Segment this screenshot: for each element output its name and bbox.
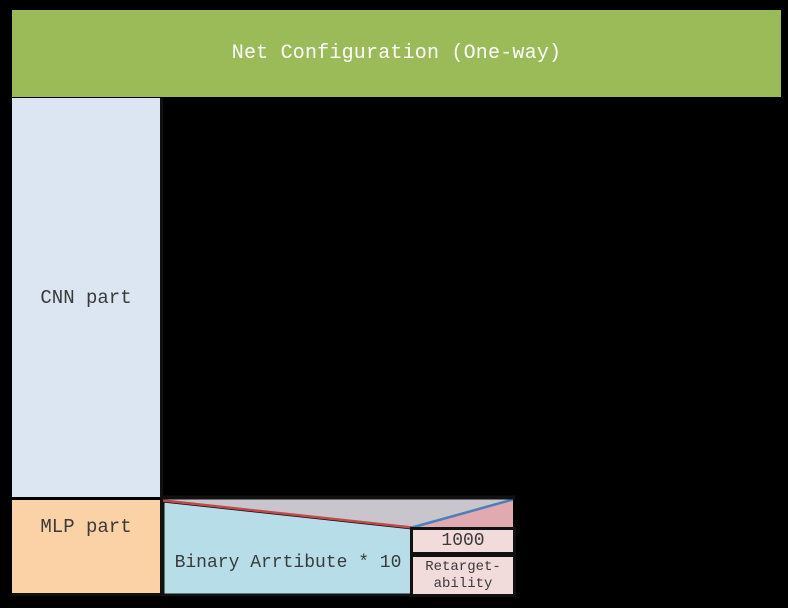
mlp-part-box: MLP part: [12, 500, 163, 596]
gray-overlay-region: [163, 499, 513, 527]
blue-connector-line: [411, 498, 514, 529]
thousand-label: 1000: [441, 531, 485, 551]
thousand-box: 1000: [410, 527, 516, 555]
retargetability-label-line1: Retarget-: [425, 558, 501, 575]
mlp-part-label: MLP part: [40, 516, 132, 538]
funnel-graphic: [160, 495, 515, 597]
diagram-title: Net Configuration (One-way): [231, 42, 562, 65]
red-connector-line: [162, 499, 413, 529]
header-bar: Net Configuration (One-way): [12, 10, 781, 97]
retargetability-label-line2: ability: [433, 575, 493, 592]
binary-attribute-label: Binary Arrtibute * 10: [174, 553, 402, 573]
retargetability-box: Retarget- ability: [410, 554, 516, 597]
cnn-part-box: CNN part: [12, 98, 163, 497]
cnn-part-label: CNN part: [40, 286, 132, 309]
